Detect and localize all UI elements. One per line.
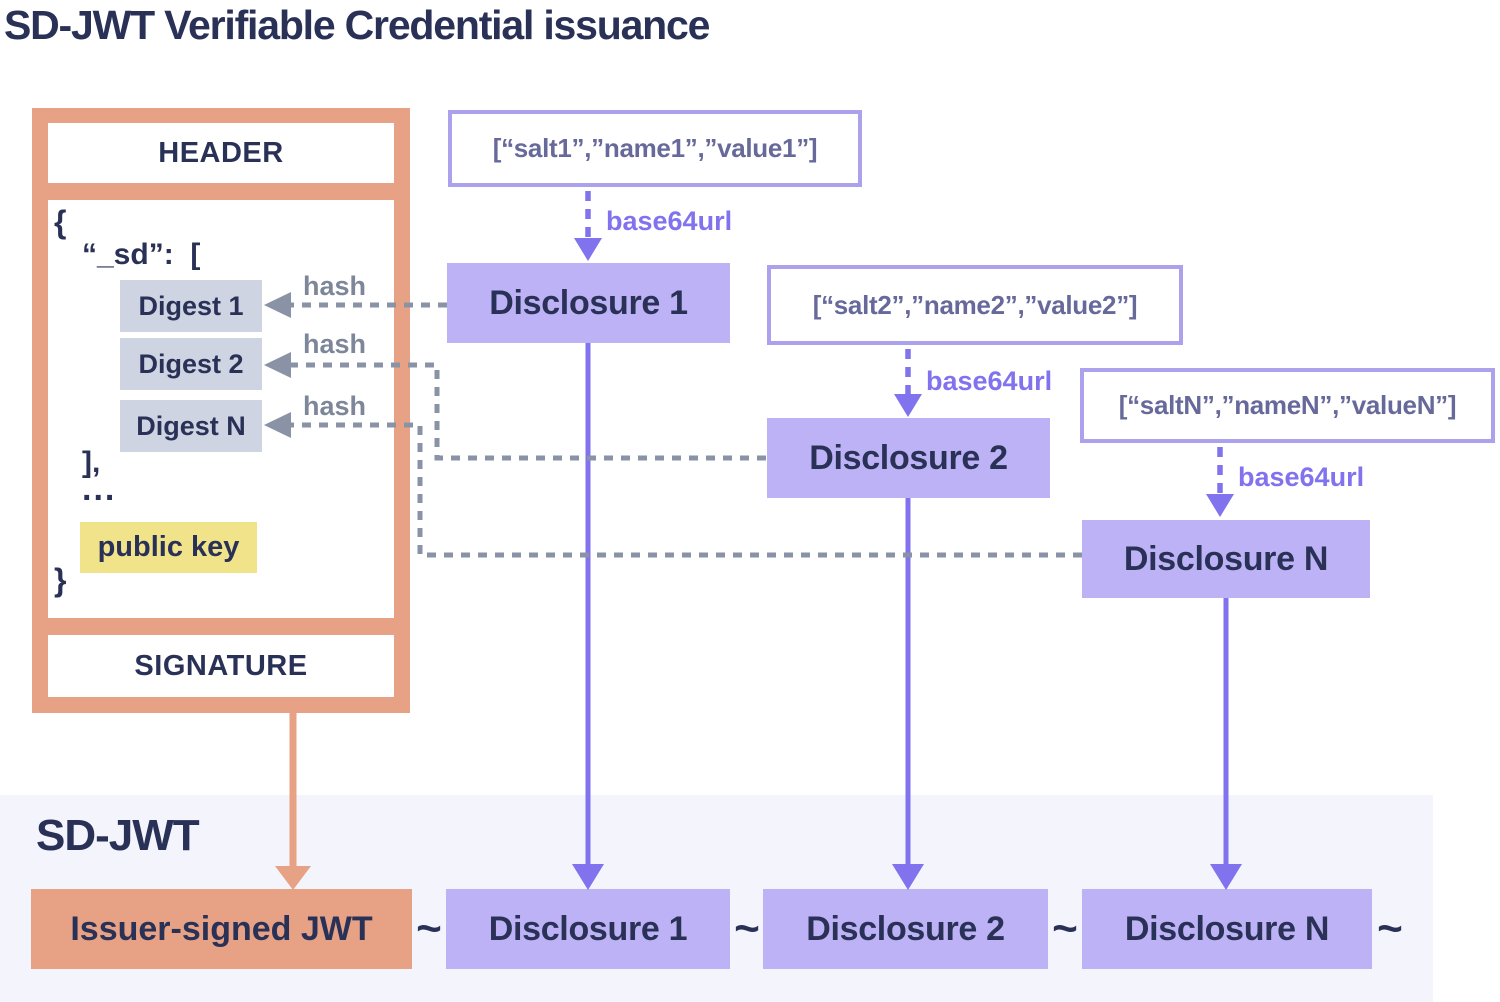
hash-label-n: hash	[303, 391, 367, 421]
tilde-separator-1: ~	[416, 904, 442, 953]
payload-close-brace: }	[54, 562, 67, 598]
tilde-separator-3: ~	[1052, 904, 1078, 953]
disclosure-n-tuple-box: [“saltN”,”nameN”,”valueN”]	[1080, 368, 1495, 443]
base64url-label-2: base64url	[926, 366, 1053, 396]
digest-1-label: Digest 1	[138, 290, 244, 321]
disclosure-2-box: Disclosure 2	[767, 418, 1050, 498]
digest-n-label: Digest N	[136, 410, 246, 441]
band-disclosure-1-box: Disclosure 1	[446, 889, 730, 969]
public-key-box: public key	[80, 522, 257, 573]
base64url-arrow-1	[574, 191, 602, 261]
digest-2-box: Digest 2	[120, 338, 262, 390]
disclosure-n-tuple-text: [“saltN”,”nameN”,”valueN”]	[1118, 390, 1457, 420]
disclosure-2-tuple-text: [“salt2”,”name2”,”value2”]	[812, 289, 1138, 320]
public-key-label: public key	[97, 531, 240, 563]
disclosure-1-box: Disclosure 1	[447, 263, 730, 343]
disclosure-1-tuple-box: [“salt1”,”name1”,”value1”]	[448, 110, 862, 187]
jwt-signature-section: SIGNATURE	[48, 635, 394, 697]
digest-1-box: Digest 1	[120, 280, 262, 332]
payload-sd-array-close: ],	[82, 446, 101, 479]
disclosure-1-label: Disclosure 1	[489, 283, 688, 322]
jwt-header-label: HEADER	[158, 136, 284, 169]
sd-jwt-band-title: SD-JWT	[36, 811, 200, 860]
issuer-signed-jwt-box: Issuer-signed JWT	[31, 889, 412, 969]
page-title: SD-JWT Verifiable Credential issuance	[4, 2, 710, 48]
payload-open-brace: {	[54, 204, 67, 240]
jwt-header-section: HEADER	[48, 123, 394, 183]
issuer-signed-jwt-label: Issuer-signed JWT	[70, 909, 373, 948]
disclosure-n-box: Disclosure N	[1082, 520, 1370, 598]
disclosure-1-tuple-text: [“salt1”,”name1”,”value1”]	[492, 133, 818, 163]
base64url-arrow-n	[1206, 447, 1234, 517]
sd-jwt-band: SD-JWT Issuer-signed JWT ~ Disclosure 1 …	[0, 795, 1433, 1002]
base64url-label-n: base64url	[1238, 462, 1365, 492]
band-disclosure-1-label: Disclosure 1	[488, 909, 688, 948]
tilde-separator-4: ~	[1377, 904, 1403, 953]
jwt-signature-label: SIGNATURE	[134, 649, 308, 682]
disclosure-2-tuple-box: [“salt2”,”name2”,”value2”]	[767, 265, 1183, 345]
digest-2-label: Digest 2	[138, 348, 244, 379]
tilde-separator-2: ~	[734, 904, 760, 953]
band-disclosure-2-label: Disclosure 2	[806, 909, 1005, 948]
hash-label-1: hash	[303, 271, 367, 301]
disclosure-2-label: Disclosure 2	[809, 438, 1008, 477]
base64url-arrow-2	[894, 349, 922, 417]
payload-ellipsis: ...	[82, 470, 117, 508]
payload-sd-array-open: “_sd”: [	[82, 238, 201, 271]
base64url-label-1: base64url	[606, 206, 733, 236]
band-disclosure-n-box: Disclosure N	[1082, 889, 1372, 969]
disclosure-n-label: Disclosure N	[1123, 539, 1329, 578]
band-disclosure-n-label: Disclosure N	[1124, 909, 1330, 948]
digest-n-box: Digest N	[120, 400, 262, 452]
band-disclosure-2-box: Disclosure 2	[763, 889, 1048, 969]
hash-label-2: hash	[303, 329, 367, 359]
